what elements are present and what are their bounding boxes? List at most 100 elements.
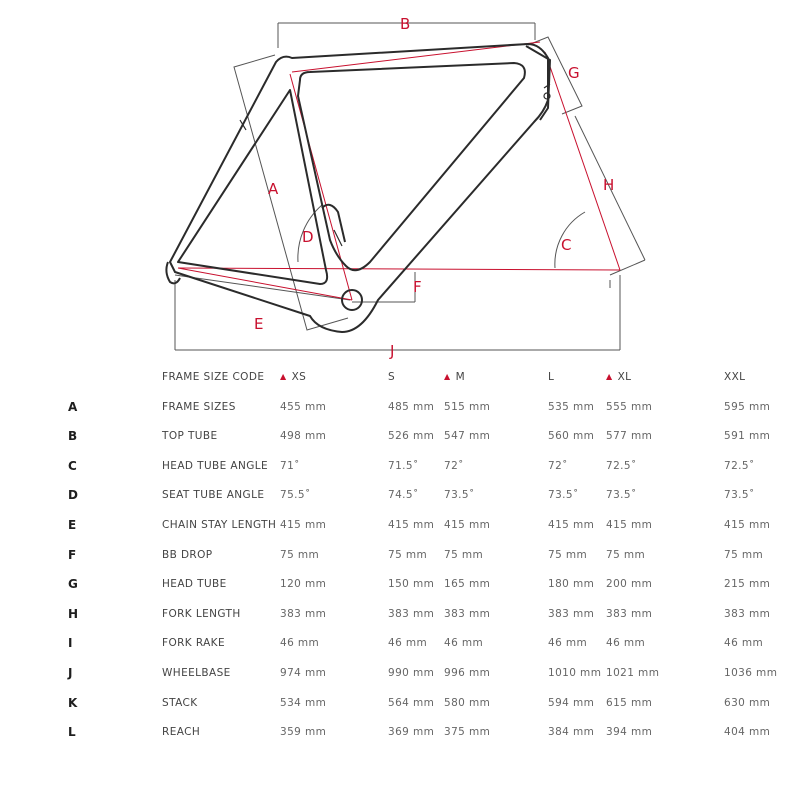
dim-label-e: E (254, 315, 263, 333)
dim-label-f: F (413, 278, 422, 296)
row-key: C (68, 458, 78, 473)
row-value: 75 mm (724, 548, 764, 561)
row-value: 580 mm (444, 696, 491, 709)
frame-details (239, 83, 551, 247)
row-value: 1036 mm (724, 667, 778, 679)
row-value: 165 mm (444, 578, 491, 591)
row-value: 415 mm (548, 519, 595, 531)
row-value: 591 mm (724, 430, 771, 443)
row-key: D (68, 488, 79, 503)
size-header-m: ▲M (444, 371, 466, 383)
row-value: 180 mm (548, 578, 595, 591)
row-value: 75 mm (388, 548, 428, 561)
row-key: E (68, 518, 77, 532)
table-header-row: FRAME SIZE CODE ▲XS S ▲M L ▲XL XXL (0, 368, 800, 388)
row-value: 415 mm (724, 519, 771, 531)
row-value: 383 mm (444, 607, 491, 620)
row-key: L (68, 725, 77, 740)
row-key: B (68, 429, 78, 444)
row-value: 383 mm (724, 607, 771, 620)
row-value: 75 mm (548, 548, 588, 561)
row-value: 71˚ (280, 459, 300, 472)
row-value: 990 mm (388, 667, 435, 679)
row-value: 415 mm (606, 519, 653, 531)
row-value: 73.5˚ (548, 489, 579, 502)
row-value: 595 mm (724, 400, 771, 413)
row-value: 996 mm (444, 667, 491, 679)
row-key: K (68, 695, 78, 710)
row-value: 383 mm (280, 607, 327, 620)
row-value: 1021 mm (606, 667, 660, 679)
row-value: 577 mm (606, 430, 653, 443)
row-value: 564 mm (388, 696, 435, 709)
row-value: 415 mm (388, 519, 435, 531)
dim-label-d: D (302, 228, 314, 246)
row-value: 394 mm (606, 726, 653, 739)
row-value: 415 mm (280, 519, 327, 531)
row-value: 630 mm (724, 696, 771, 709)
row-key: F (68, 547, 77, 562)
row-name: BB DROP (162, 548, 213, 561)
row-value: 383 mm (548, 607, 595, 620)
row-value: 1010 mm (548, 667, 602, 679)
measurement-lines (177, 41, 621, 301)
row-value: 415 mm (444, 519, 491, 531)
row-value: 384 mm (548, 726, 595, 739)
row-value: 73.5˚ (724, 489, 755, 502)
row-name: REACH (162, 726, 201, 739)
row-value: 75 mm (606, 548, 646, 561)
row-value: 555 mm (606, 400, 653, 413)
row-value: 375 mm (444, 726, 491, 739)
dim-label-h: H (603, 176, 614, 194)
row-value: 73.5˚ (606, 489, 637, 502)
row-value: 75 mm (444, 548, 484, 561)
row-value: 46 mm (548, 637, 588, 650)
row-value: 46 mm (280, 637, 320, 650)
row-value: 150 mm (388, 578, 435, 591)
row-name: STACK (162, 696, 198, 709)
row-value: 526 mm (388, 430, 435, 443)
row-name: SEAT TUBE ANGLE (162, 489, 265, 502)
row-name: WHEELBASE (162, 667, 231, 679)
size-header-xs: ▲XS (280, 371, 307, 383)
row-value: 615 mm (606, 696, 653, 709)
row-value: 72˚ (548, 459, 568, 472)
row-value: 498 mm (280, 430, 327, 443)
row-name: TOP TUBE (162, 430, 218, 443)
row-key: A (68, 399, 78, 414)
table-row: F BB DROP 75 mm 75 mm 75 mm 75 mm 75 mm 75 mm (0, 546, 800, 566)
row-name: HEAD TUBE (162, 578, 227, 591)
row-value: 75.5˚ (280, 489, 311, 502)
row-value: 515 mm (444, 400, 491, 413)
row-name: HEAD TUBE ANGLE (162, 459, 269, 472)
row-value: 46 mm (388, 637, 428, 650)
dim-label-g: G (568, 64, 580, 82)
row-key: H (68, 606, 79, 621)
size-header-s: S (388, 371, 396, 383)
dim-label-j: J (389, 342, 394, 360)
size-header-l: L (548, 371, 555, 383)
row-value: 75 mm (280, 548, 320, 561)
size-header-xl: ▲XL (606, 371, 632, 383)
row-value: 383 mm (388, 607, 435, 620)
size-header-xxl: XXL (724, 371, 746, 383)
bike-frame (165, 43, 551, 333)
row-key: I (68, 636, 73, 651)
row-value: 71.5˚ (388, 459, 419, 472)
row-value: 535 mm (548, 400, 595, 413)
dim-label-b: B (400, 15, 410, 33)
row-value: 404 mm (724, 726, 771, 739)
row-value: 359 mm (280, 726, 327, 739)
row-value: 46 mm (724, 637, 764, 650)
frame-size-code-label: FRAME SIZE CODE (162, 371, 265, 383)
row-key: J (68, 666, 73, 680)
